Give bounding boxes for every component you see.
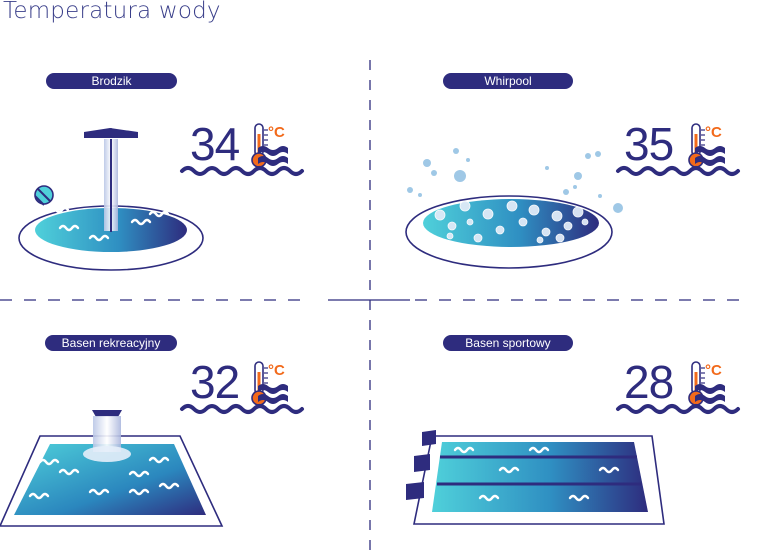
page-title: Temperatura wody [3, 0, 221, 24]
unit-basen-rekreacyjny: °C [268, 362, 285, 379]
temperature-brodzik: 34 [190, 118, 240, 170]
unit-brodzik: °C [268, 124, 285, 141]
temperature-basen-sportowy: 28 [624, 356, 674, 408]
whirpool-illustration [405, 148, 623, 269]
basen-sportowy-illustration [406, 430, 665, 525]
temperature-whirpool: 35 [624, 118, 674, 170]
unit-basen-sportowy: °C [705, 362, 722, 379]
brodzik-illustration [18, 128, 204, 271]
pool-label-basen-rekreacyjny: Basen rekreacyjny [45, 335, 177, 351]
temperature-basen-rekreacyjny: 32 [190, 356, 240, 408]
pool-label-brodzik: Brodzik [46, 73, 177, 89]
basen-rekreacyjny-illustration [0, 410, 224, 527]
pool-label-whirpool: Whirpool [443, 73, 573, 89]
unit-whirpool: °C [705, 124, 722, 141]
pool-label-basen-sportowy: Basen sportowy [443, 335, 573, 351]
divider-lines [0, 60, 745, 553]
